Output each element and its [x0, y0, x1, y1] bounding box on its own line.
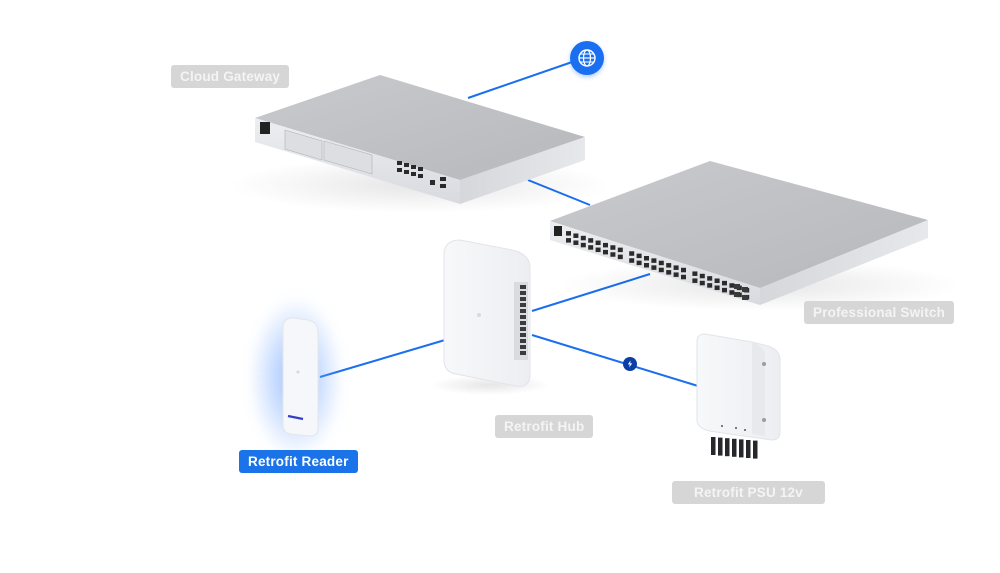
label-professional-switch[interactable]: Professional Switch — [804, 301, 955, 324]
ethernet-port — [707, 276, 713, 281]
terminal-screw — [520, 339, 526, 343]
terminal-screw — [520, 291, 526, 295]
label-retrofit-psu[interactable]: Retrofit PSU 12v — [672, 481, 825, 504]
power-port-icon — [260, 122, 270, 134]
terminal-fin — [718, 437, 723, 456]
terminal-screw — [520, 315, 526, 319]
ethernet-port — [729, 290, 735, 295]
ethernet-port — [573, 240, 579, 245]
ethernet-ports — [566, 231, 750, 300]
ethernet-port — [666, 270, 672, 275]
ethernet-port — [651, 258, 657, 263]
sfp-port — [734, 284, 740, 289]
ethernet-port — [573, 233, 579, 238]
ubiquiti-logo-icon — [296, 370, 300, 374]
ethernet-port — [666, 263, 672, 268]
ethernet-port — [588, 238, 594, 243]
ethernet-port — [617, 247, 623, 253]
ethernet-port — [629, 251, 635, 256]
ethernet-port — [644, 255, 649, 261]
ethernet-port — [681, 267, 686, 273]
ethernet-port — [588, 245, 594, 250]
internet-node[interactable] — [570, 41, 604, 75]
terminal-screw — [520, 327, 526, 331]
retrofit-psu-device[interactable] — [696, 333, 781, 459]
ethernet-port — [651, 265, 657, 270]
ethernet-port — [603, 242, 608, 248]
terminal-screw — [520, 303, 526, 307]
retrofit-hub-device[interactable] — [430, 239, 550, 395]
ethernet-port — [580, 242, 586, 248]
ethernet-port — [636, 260, 642, 266]
ethernet-port — [610, 252, 616, 257]
link-internet-gateway — [467, 60, 576, 99]
psu-terminals — [711, 437, 758, 459]
ethernet-port — [595, 240, 601, 246]
ethernet-port — [714, 285, 720, 291]
retrofit-reader-device[interactable] — [282, 317, 319, 437]
ethernet-port — [629, 258, 635, 263]
sfp-port — [742, 295, 748, 300]
terminal-fin — [746, 440, 751, 458]
terminal-screw — [520, 351, 526, 355]
ethernet-port — [673, 272, 679, 277]
terminal-fin — [732, 438, 737, 457]
ethernet-port — [722, 280, 727, 286]
terminal-screw — [520, 321, 526, 325]
drive-bay — [284, 129, 323, 161]
label-retrofit-reader[interactable]: Retrofit Reader — [239, 450, 358, 473]
globe-icon — [578, 49, 596, 67]
terminal-screw — [520, 285, 526, 289]
label-cloud-gateway[interactable]: Cloud Gateway — [171, 65, 290, 88]
ethernet-ports — [397, 161, 446, 188]
ethernet-port — [636, 253, 642, 259]
ethernet-port — [580, 235, 586, 241]
terminal-screw — [520, 297, 526, 301]
terminal-fin — [711, 437, 716, 455]
ethernet-port — [595, 247, 601, 253]
cloud-gateway-device[interactable] — [230, 75, 610, 213]
ethernet-port — [707, 283, 713, 288]
ethernet-port — [699, 273, 705, 279]
terminal-screw — [520, 309, 526, 313]
power-link-marker — [623, 357, 637, 371]
ethernet-port — [673, 265, 679, 270]
ethernet-port — [644, 262, 649, 268]
ethernet-port — [610, 245, 616, 250]
drive-bay — [323, 140, 373, 175]
ethernet-port — [658, 260, 664, 266]
sfp-port — [734, 292, 740, 297]
terminal-fin — [725, 438, 730, 457]
ethernet-port — [692, 271, 698, 276]
terminal-screw — [520, 345, 526, 349]
ethernet-port — [681, 274, 686, 280]
ethernet-port — [566, 231, 571, 236]
sfp-port — [742, 287, 748, 292]
terminal-fin — [753, 440, 758, 459]
professional-switch-device[interactable] — [550, 161, 960, 311]
ethernet-port — [658, 267, 664, 273]
label-retrofit-hub[interactable]: Retrofit Hub — [495, 415, 594, 438]
ethernet-port — [729, 283, 735, 288]
power-bolt-icon — [627, 360, 633, 368]
ethernet-port — [603, 249, 608, 255]
ubiquiti-logo-icon — [477, 313, 481, 317]
ethernet-port — [722, 287, 727, 293]
ethernet-port — [692, 278, 698, 283]
ethernet-port — [566, 238, 571, 243]
power-port-icon — [554, 226, 562, 236]
ethernet-port — [714, 278, 720, 284]
ethernet-port — [699, 280, 705, 286]
status-led — [287, 414, 304, 421]
terminal-screw — [520, 333, 526, 337]
terminal-fin — [739, 439, 744, 458]
ethernet-port — [617, 254, 623, 260]
terminal-block — [520, 285, 526, 355]
link-hub-psu — [531, 334, 699, 387]
